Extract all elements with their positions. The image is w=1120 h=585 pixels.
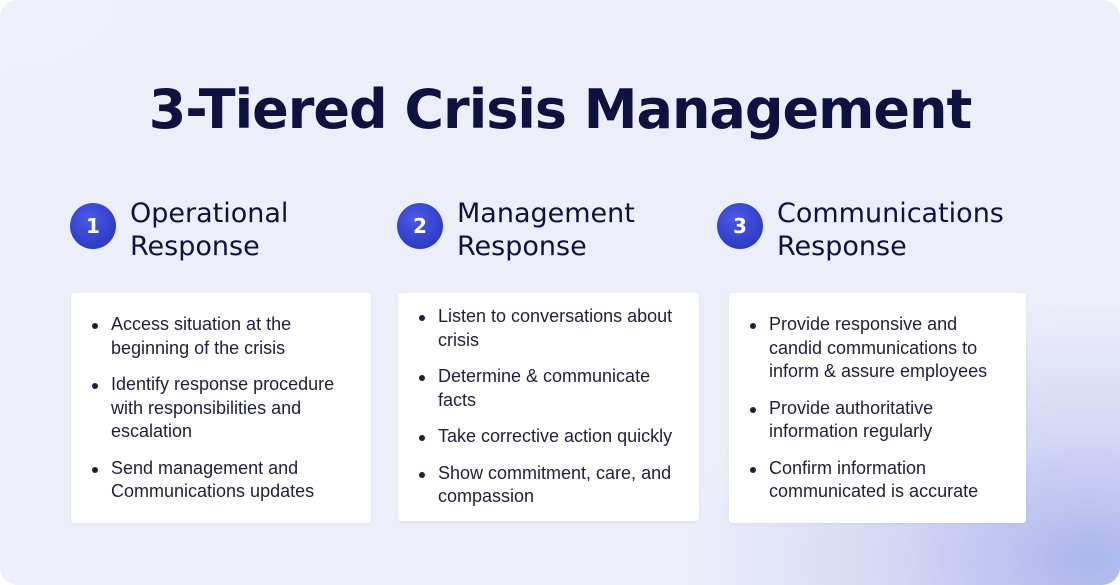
list-item: Access situation at the beginning of the… bbox=[89, 313, 353, 360]
tier-header-management: 2 Management Response bbox=[397, 197, 677, 263]
bullet-list: Listen to conversations about crisis Det… bbox=[416, 305, 687, 509]
tier-heading: Communications Response bbox=[777, 198, 1004, 262]
list-item: Provide authoritative information regula… bbox=[747, 397, 1014, 444]
page-title: 3-Tiered Crisis Management bbox=[148, 78, 973, 141]
list-item: Send management and Communications updat… bbox=[89, 457, 353, 504]
tier-header-communications: 3 Communications Response bbox=[717, 197, 1057, 263]
list-item: Show commitment, care, and compassion bbox=[416, 462, 687, 509]
tier-number-badge: 2 bbox=[397, 203, 443, 249]
tier-card-communications: Provide responsive and candid communicat… bbox=[729, 293, 1026, 523]
list-item: Provide responsive and candid communicat… bbox=[747, 313, 1014, 384]
bullet-list: Access situation at the beginning of the… bbox=[89, 313, 353, 504]
list-item: Identify response procedure with respons… bbox=[89, 373, 353, 444]
tier-number-badge: 3 bbox=[717, 203, 763, 249]
bullet-list: Provide responsive and candid communicat… bbox=[747, 313, 1014, 504]
tier-number-badge: 1 bbox=[70, 203, 116, 249]
tier-header-operational: 1 Operational Response bbox=[70, 197, 340, 263]
tier-heading: Operational Response bbox=[130, 198, 289, 262]
list-item: Take corrective action quickly bbox=[416, 425, 687, 449]
list-item: Listen to conversations about crisis bbox=[416, 305, 687, 352]
tier-card-management: Listen to conversations about crisis Det… bbox=[398, 293, 699, 521]
tier-heading: Management Response bbox=[457, 198, 635, 262]
list-item: Confirm information communicated is accu… bbox=[747, 457, 1014, 504]
list-item: Determine & communicate facts bbox=[416, 365, 687, 412]
tier-card-operational: Access situation at the beginning of the… bbox=[71, 293, 371, 523]
